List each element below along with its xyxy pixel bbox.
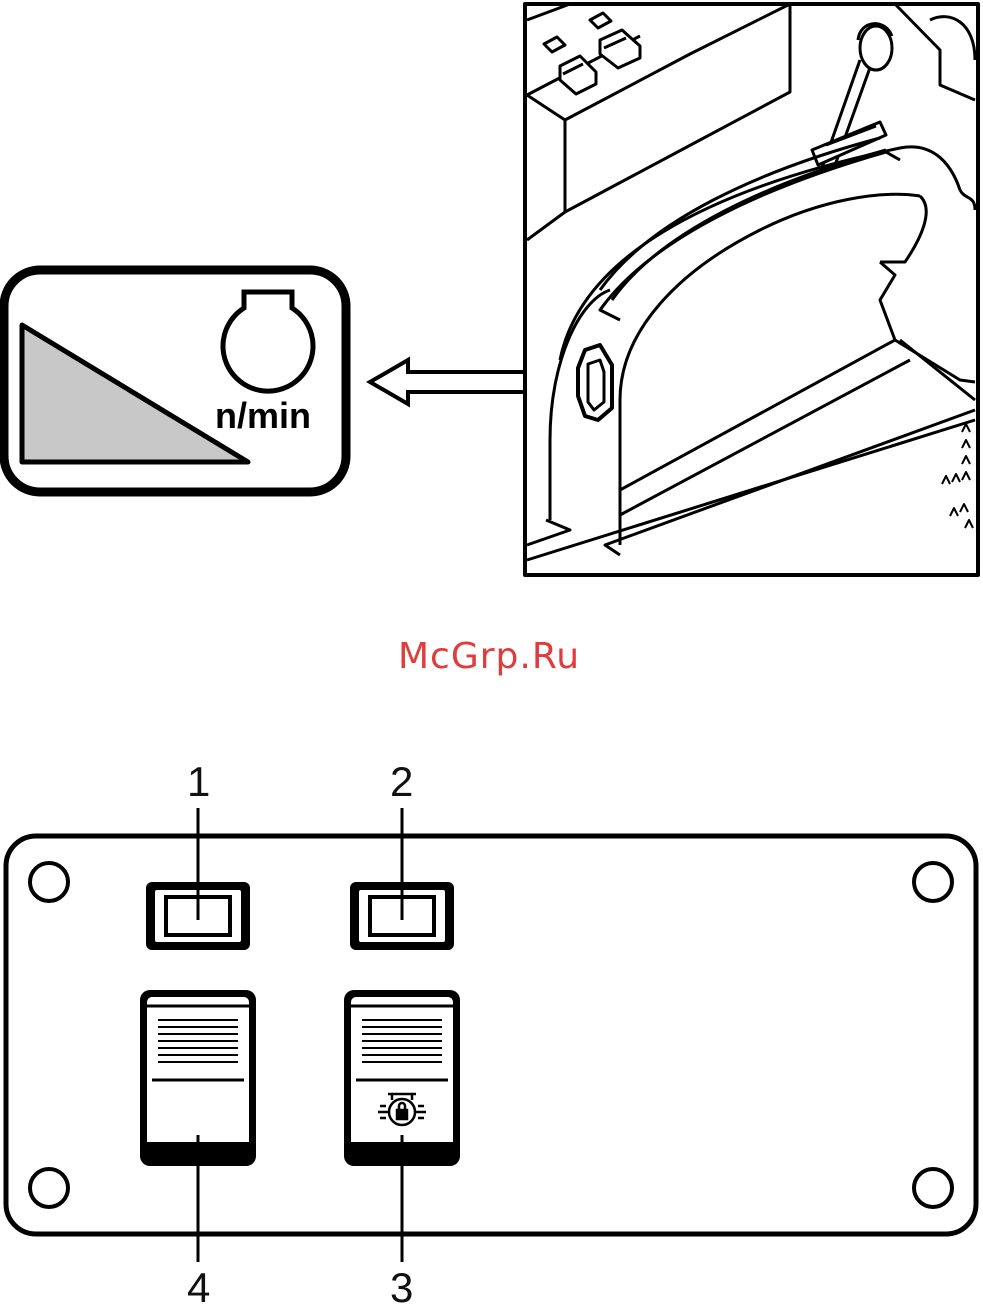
- callout-number-1: 1: [187, 758, 210, 805]
- callout-number-4: 4: [187, 1264, 210, 1309]
- engine-speed-unit-label: n/min: [215, 395, 311, 436]
- watermark-text: McGrp.Ru: [398, 636, 580, 677]
- mounting-hole-bottom-left: [30, 1169, 68, 1207]
- engine-speed-button: [578, 345, 612, 420]
- mounting-hole-top-right: [914, 863, 952, 901]
- engine-speed-decal: n/min: [4, 270, 346, 492]
- switch-panel: 1 2 4 3: [6, 758, 976, 1309]
- mounting-hole-bottom-right: [914, 1169, 952, 1207]
- callout-number-3: 3: [390, 1264, 413, 1309]
- callout-number-2: 2: [390, 758, 413, 805]
- mounting-hole-top-left: [30, 863, 68, 901]
- switch-4-grip-lines: [158, 1020, 238, 1062]
- cab-console-illustration: [525, 4, 978, 575]
- switch-3-grip-lines: [362, 1020, 442, 1062]
